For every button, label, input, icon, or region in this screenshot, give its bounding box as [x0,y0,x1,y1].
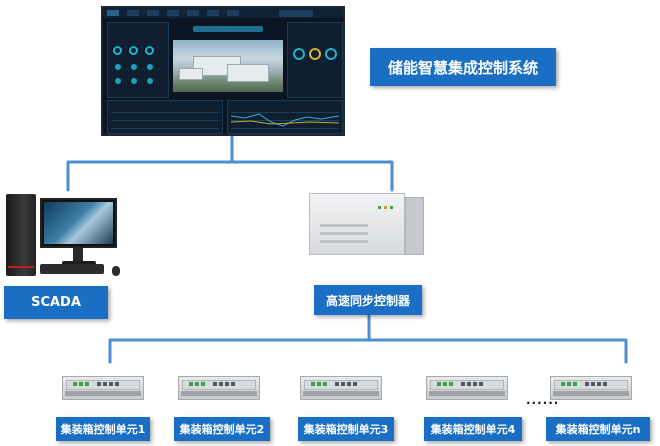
dashboard-menu-bar [103,8,343,18]
unit-label-text: 集装箱控制单元3 [303,423,389,436]
pc-monitor [40,198,117,248]
more-units-ellipsis: ······ [526,396,560,410]
unit-label-4: 集装箱控制单元4 [424,417,522,441]
system-title-text: 储能智慧集成控制系统 [387,58,538,77]
unit-label-3: 集装箱控制单元3 [298,417,394,441]
pc-keyboard [40,264,104,274]
container-unit-icon [300,376,382,400]
dashboard-screen-icon [101,6,345,136]
unit-label-n: 集装箱控制单元n [546,417,650,441]
dashboard-site-photo [173,40,283,92]
unit-label-2: 集装箱控制单元2 [174,417,270,441]
unit-label-text: 集装箱控制单元n [555,423,641,436]
system-title-label: 储能智慧集成控制系统 [370,48,556,86]
container-unit-icon [62,376,144,400]
scada-label-text: SCADA [31,295,81,310]
pc-monitor-stand [73,248,83,262]
controller-label: 高速同步控制器 [314,285,422,315]
unit-label-text: 集装箱控制单元1 [60,423,146,436]
connector-top-bus [66,160,394,192]
container-unit-icon [550,376,632,400]
connector-bottom-bus [108,338,628,364]
desktop-pc-icon [6,194,36,276]
scada-label: SCADA [4,286,108,319]
container-unit-icon [426,376,508,400]
unit-label-text: 集装箱控制单元2 [179,423,265,436]
unit-label-text: 集装箱控制单元4 [430,423,516,436]
controller-label-text: 高速同步控制器 [325,293,410,308]
unit-label-1: 集装箱控制单元1 [56,417,150,441]
container-unit-icon [178,376,260,400]
pc-monitor-base [62,261,96,265]
pc-mouse [112,266,120,276]
rack-controller-icon [309,193,424,259]
